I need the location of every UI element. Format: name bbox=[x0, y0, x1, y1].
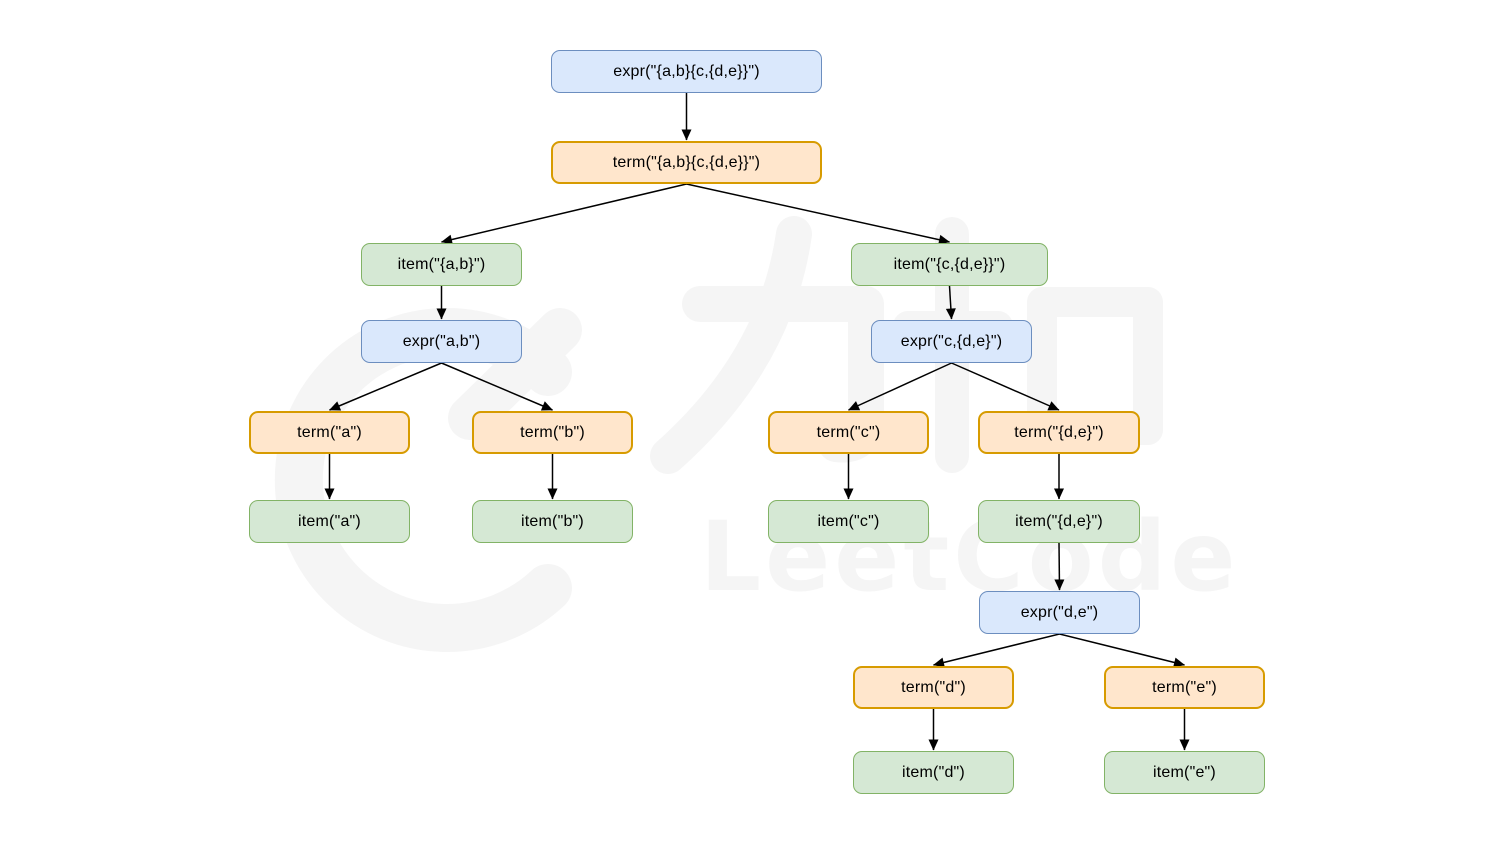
node-term-d: term("d") bbox=[853, 666, 1014, 709]
node-expr-root: expr("{a,b}{c,{d,e}}") bbox=[551, 50, 822, 93]
edge-expr-de-to-term-e bbox=[1059, 633, 1185, 668]
node-item-cde: item("{c,{d,e}}") bbox=[851, 243, 1048, 286]
node-item-d: item("d") bbox=[853, 751, 1014, 794]
node-item-e: item("e") bbox=[1104, 751, 1265, 794]
node-term-e: term("e") bbox=[1104, 666, 1265, 709]
node-expr-de: expr("d,e") bbox=[979, 591, 1140, 634]
edge-term-root-to-item-cde bbox=[686, 183, 950, 245]
edge-expr-ab-to-term-a bbox=[329, 362, 442, 411]
node-item-c: item("c") bbox=[768, 500, 929, 543]
node-term-b: term("b") bbox=[472, 411, 633, 454]
node-item-ab: item("{a,b}") bbox=[361, 243, 522, 286]
edge-term-root-to-item-ab bbox=[441, 183, 687, 245]
node-term-de: term("{d,e}") bbox=[978, 411, 1140, 454]
node-item-b: item("b") bbox=[472, 500, 633, 543]
node-expr-cde: expr("c,{d,e}") bbox=[871, 320, 1032, 363]
node-expr-ab: expr("a,b") bbox=[361, 320, 522, 363]
node-item-de: item("{d,e}") bbox=[978, 500, 1140, 543]
edge-expr-cde-to-term-c bbox=[848, 362, 952, 411]
edge-expr-cde-to-term-de bbox=[951, 362, 1060, 411]
node-term-c: term("c") bbox=[768, 411, 929, 454]
edge-item-de-to-expr-de bbox=[1054, 542, 1065, 591]
edge-item-cde-to-expr-cde bbox=[945, 285, 956, 320]
edges-group bbox=[324, 93, 1190, 751]
edge-expr-ab-to-term-b bbox=[441, 362, 553, 411]
node-term-root: term("{a,b}{c,{d,e}}") bbox=[551, 141, 822, 184]
node-term-a: term("a") bbox=[249, 411, 410, 454]
edge-expr-de-to-term-d bbox=[933, 633, 1060, 668]
node-item-a: item("a") bbox=[249, 500, 410, 543]
